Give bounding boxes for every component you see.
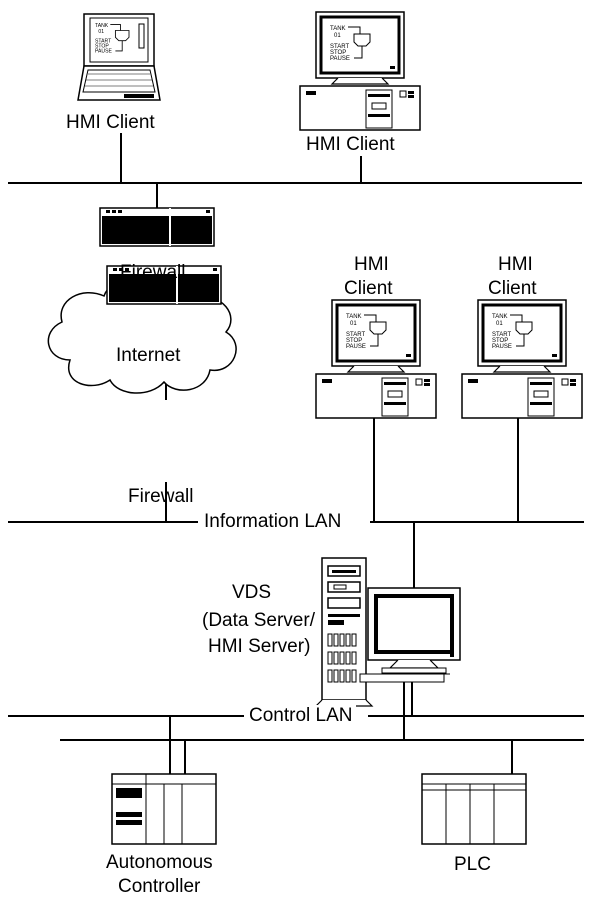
hmi-client-3-label-line1: HMI <box>354 254 389 275</box>
laptop-hmi-client <box>77 13 161 101</box>
vds-label-line2: (Data Server/ <box>202 610 315 631</box>
hmi-client-4-label-line2: Client <box>488 278 537 299</box>
hmi-client-laptop-label: HMI Client <box>66 112 155 133</box>
vds-monitor <box>359 587 461 683</box>
autonomous-controller-label-line1: Autonomous <box>106 852 213 873</box>
vds-label-line3: HMI Server) <box>208 636 311 657</box>
desktop-hmi-client-4 <box>460 298 584 420</box>
desktop-hmi-client-top <box>298 10 422 132</box>
hmi-client-4-label-line1: HMI <box>498 254 533 275</box>
firewall-bottom-label: Firewall <box>128 486 194 507</box>
vds-label-line1: VDS <box>232 582 272 603</box>
information-lan-label: Information LAN <box>201 511 345 533</box>
control-lan-label: Control LAN <box>246 705 356 727</box>
plc-device <box>421 773 527 845</box>
hmi-client-3-label-line2: Client <box>344 278 393 299</box>
internet-cloud <box>47 280 237 394</box>
hmi-client-desktop-top-label: HMI Client <box>306 134 395 155</box>
internet-label: Internet <box>116 345 181 366</box>
firewall-top-label: Firewall <box>120 262 186 283</box>
autonomous-controller-label-line2: Controller <box>118 876 201 897</box>
autonomous-controller-device <box>111 773 217 845</box>
vds-tower <box>314 557 374 707</box>
firewall-top <box>99 207 215 247</box>
plc-label: PLC <box>454 854 491 875</box>
desktop-hmi-client-3 <box>314 298 438 420</box>
